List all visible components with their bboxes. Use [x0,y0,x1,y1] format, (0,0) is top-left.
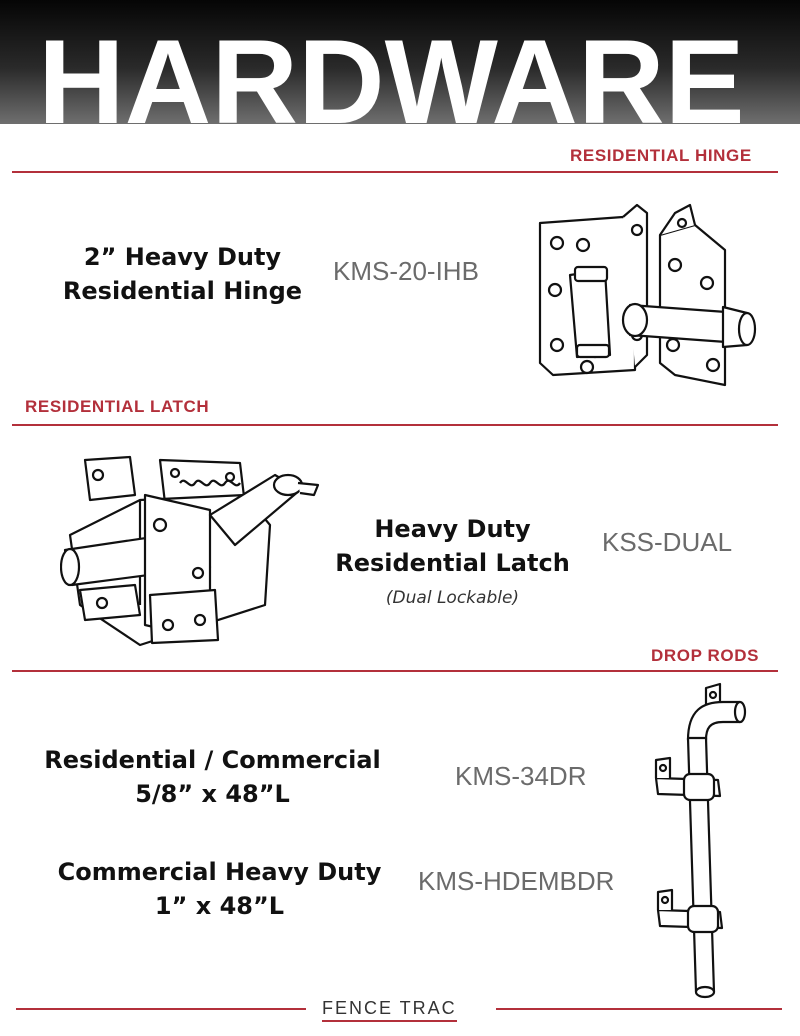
footer-divider-left [16,1008,306,1010]
section-label-hinge: RESIDENTIAL HINGE [570,146,752,165]
sku-hinge: KMS-20-IHB [333,256,479,286]
gate-latch-icon [60,455,320,647]
header-banner: HARDWARE [0,0,800,124]
product-note-latch: (Dual Lockable) [385,588,520,608]
product-name-drop-rod-2: Commercial Heavy Duty 1” x 48”L [57,858,382,920]
sku-drop-rod-1: KMS-34DR [455,761,587,791]
product-name-latch: Heavy Duty Residential Latch [335,515,570,577]
section-divider [12,670,778,672]
gate-hinge-icon [538,203,757,387]
section-divider [12,171,778,173]
section-divider [12,424,778,426]
section-label-latch: RESIDENTIAL LATCH [25,397,210,416]
product-name-hinge: 2” Heavy Duty Residential Hinge [62,243,303,305]
footer-divider-right [496,1008,782,1010]
section-label-drop-rods: DROP RODS [651,646,760,665]
product-name-drop-rod-1: Residential / Commercial 5/8” x 48”L [44,746,381,808]
sku-drop-rod-2: KMS-HDEMBDR [418,866,615,896]
sku-latch: KSS-DUAL [602,527,733,557]
page-title: HARDWARE [38,15,745,124]
fence-trac-logo: FENCE TRAC [322,998,457,1022]
drop-rod-icon [654,682,747,999]
